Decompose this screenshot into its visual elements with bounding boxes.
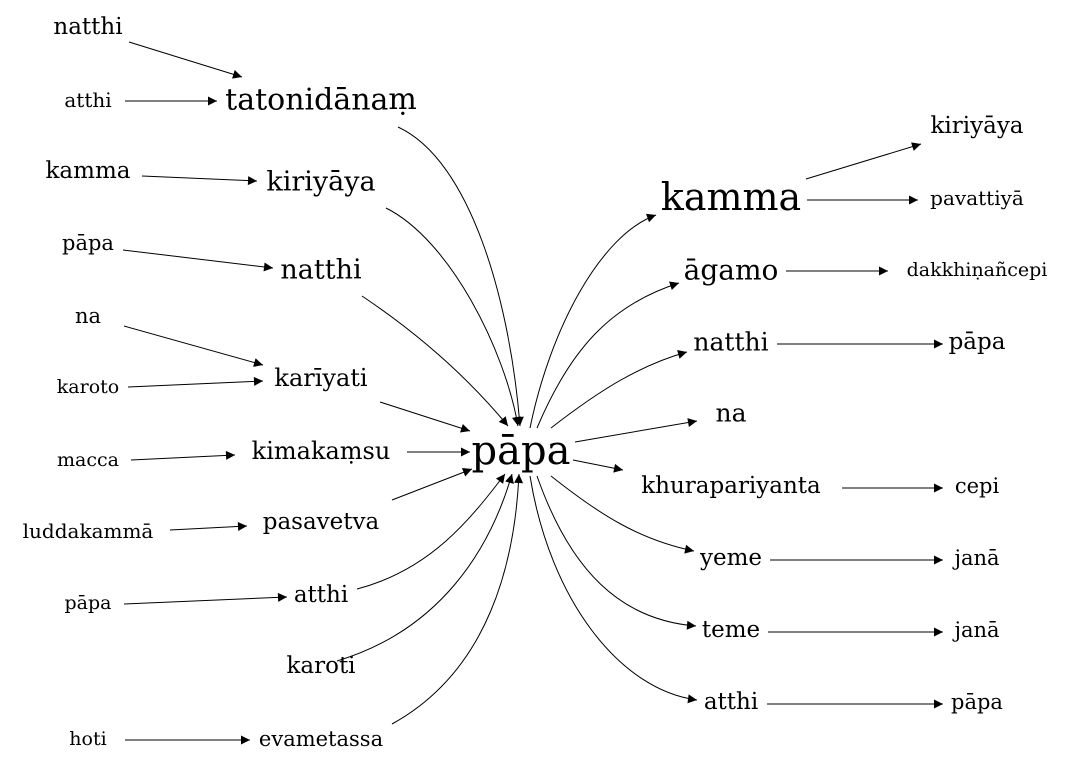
node-natthi[interactable]: natthi	[280, 255, 362, 286]
center-label[interactable]: pāpa	[472, 428, 571, 474]
node-papa-out2-2[interactable]: pāpa	[951, 690, 1003, 714]
node-tatonidanam[interactable]: tatonidānaṃ	[225, 83, 417, 118]
node-agamo-out[interactable]: āgamo	[684, 254, 779, 287]
node-jana-out2-2[interactable]: janā	[951, 618, 999, 642]
node-papa-out2-1[interactable]: pāpa	[949, 329, 1006, 355]
outgoing-level1-nodes: kamma āgamo natthi na khurapariyanta yem…	[641, 175, 821, 715]
node-pavattiya-out2[interactable]: pavattiyā	[930, 186, 1024, 210]
node-kiriyaya-out2[interactable]: kiriyāya	[930, 113, 1023, 139]
node-cepi-out2[interactable]: cepi	[955, 474, 1000, 498]
edge-papa-atthi-out	[529, 475, 698, 704]
node-atthi-outer[interactable]: atthi	[64, 88, 111, 112]
edge-papa-teme	[536, 475, 697, 630]
node-na-outer[interactable]: na	[75, 304, 101, 328]
node-atthi-out[interactable]: atthi	[704, 689, 758, 715]
edge-karoto-kariyati	[127, 376, 264, 388]
node-kariyati[interactable]: karīyati	[274, 364, 368, 392]
node-natthi-out[interactable]: natthi	[693, 328, 768, 357]
edge-papa-agamo	[536, 281, 680, 429]
node-hoti-outer[interactable]: hoti	[69, 728, 106, 750]
node-dakkhinancepi-out2[interactable]: dakkhiṇañcepi	[907, 259, 1048, 281]
edge-papa-natthi	[122, 249, 274, 272]
edges-outgoing-outer	[767, 142, 943, 709]
edge-natthi-papa	[361, 295, 509, 427]
node-kimakamsu[interactable]: kimakaṃsu	[252, 437, 391, 465]
edge-karoti-papa	[336, 473, 514, 662]
node-macca-outer[interactable]: macca	[57, 449, 119, 471]
edge-kamma-kiriyaya	[141, 175, 258, 186]
edge-pasavetva-papa	[391, 468, 473, 501]
edge-papa-kamma	[529, 213, 657, 429]
node-jana-out2-1[interactable]: janā	[951, 546, 999, 570]
node-papa-outer-1[interactable]: pāpa	[62, 231, 114, 255]
node-yeme-out[interactable]: yeme	[699, 545, 762, 571]
node-kamma-out[interactable]: kamma	[661, 175, 801, 219]
node-na-out[interactable]: na	[715, 399, 746, 428]
edge-macca-kimakamsu	[130, 450, 236, 461]
node-kamma-outer[interactable]: kamma	[46, 158, 131, 184]
edge-evametassa-papa	[391, 473, 524, 725]
node-pasavetva[interactable]: pasavetva	[263, 509, 380, 535]
node-khurapariyanta-out[interactable]: khurapariyanta	[641, 473, 821, 499]
node-teme-out[interactable]: teme	[702, 617, 760, 643]
node-luddakamma-outer[interactable]: luddakammā	[23, 519, 154, 543]
outgoing-level2-nodes: kiriyāya pavattiyā dakkhiṇañcepi pāpa ce…	[907, 113, 1048, 714]
edge-papa-yeme	[550, 475, 695, 554]
node-atthi[interactable]: atthi	[294, 582, 348, 608]
edge-atthi-papa	[356, 473, 506, 590]
center-node: pāpa	[472, 428, 571, 474]
edge-natthi-tatonidanam	[128, 41, 243, 79]
edge-papa-atthi	[123, 592, 288, 605]
edge-kamma-kiriyaya-out	[805, 142, 922, 180]
edge-kariyati-papa	[379, 401, 471, 433]
edge-luddakamma-pasavetva	[169, 521, 248, 531]
node-karoti[interactable]: karoti	[286, 653, 355, 679]
node-natthi-outer[interactable]: natthi	[53, 14, 122, 40]
edges-incoming-center	[336, 126, 524, 725]
node-papa-outer-2[interactable]: pāpa	[65, 592, 112, 614]
edges-incoming-outer	[122, 41, 288, 745]
node-karoto-outer[interactable]: karoto	[57, 376, 119, 398]
edge-na-kariyati	[123, 325, 264, 367]
edge-tatonidanam-papa	[397, 126, 524, 427]
incoming-level1-nodes: tatonidānaṃ kiriyāya natthi karīyati kim…	[225, 83, 417, 752]
node-evametassa[interactable]: evametassa	[259, 727, 383, 751]
node-kiriyaya[interactable]: kiriyāya	[266, 167, 375, 198]
edge-papa-na	[574, 418, 698, 443]
incoming-level2-nodes: natthi atthi kamma pāpa na karoto macca …	[23, 14, 154, 750]
edge-kiriyaya-papa	[385, 207, 521, 427]
edges-outgoing-center	[529, 213, 698, 704]
edge-papa-khurapariyanta	[572, 459, 624, 473]
edge-papa-natthi-out	[550, 350, 688, 429]
